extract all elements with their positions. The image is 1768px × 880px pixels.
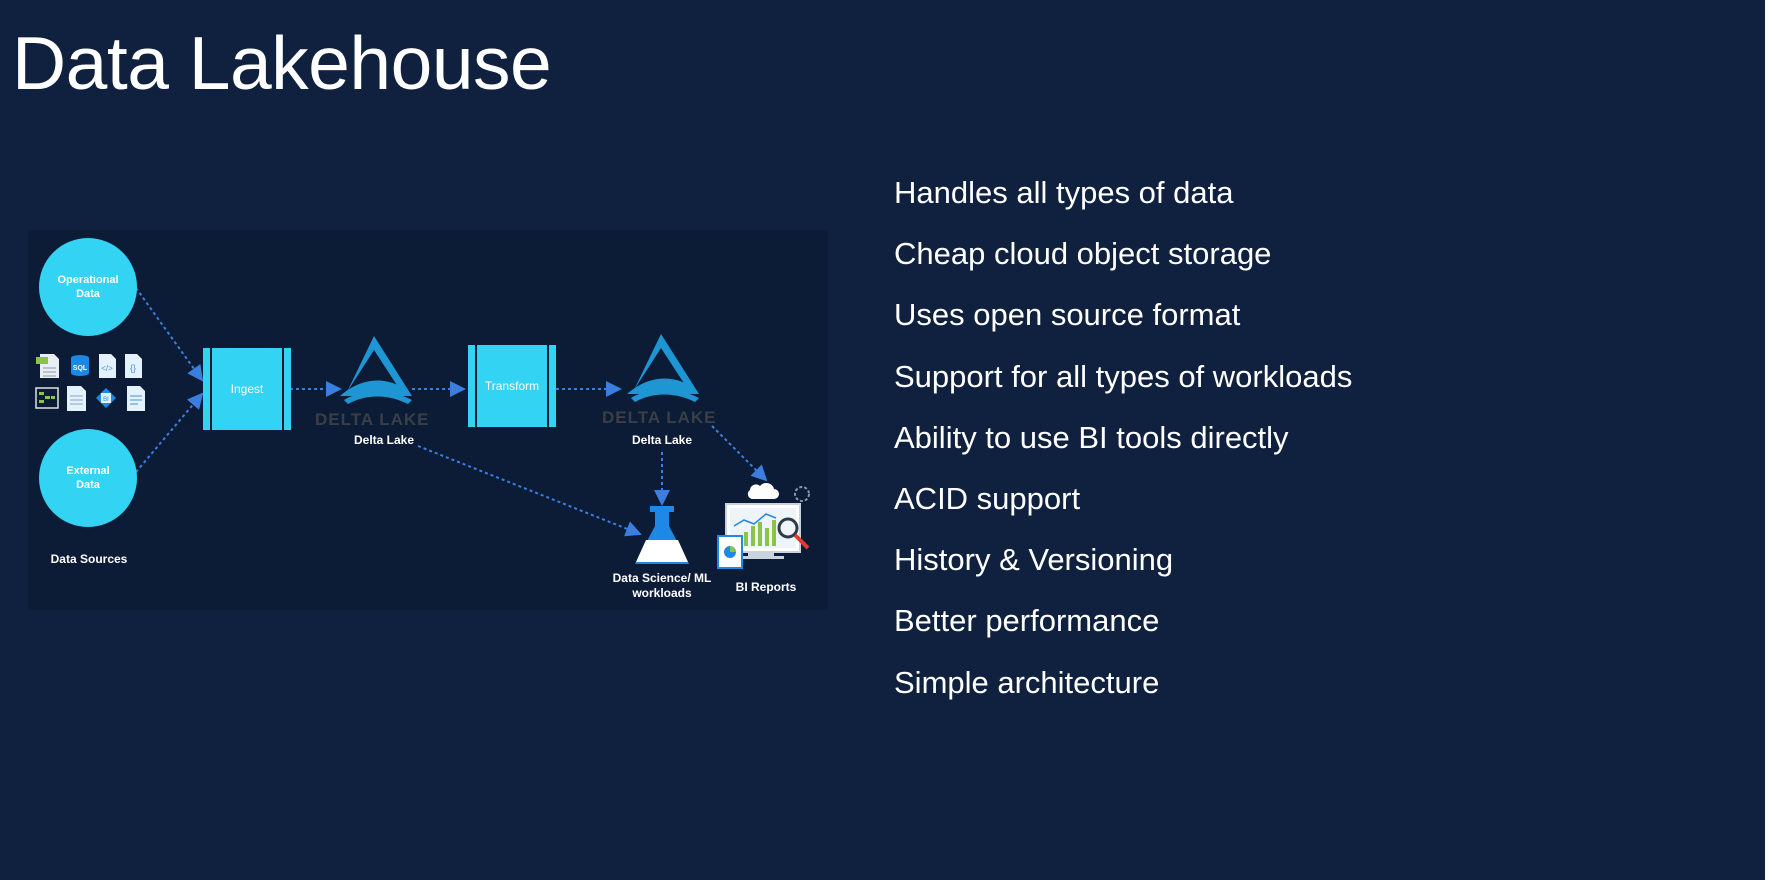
edge-strip (1765, 0, 1768, 880)
ds-ml-label: Data Science/ ML workloads (612, 571, 712, 600)
ingest-label: Ingest (230, 382, 264, 396)
arrow-operational-ingest (135, 287, 204, 382)
bi-file-icon: BI (96, 388, 116, 408)
feature-item: ACID support (894, 480, 1081, 516)
external-data-node: External Data (39, 429, 137, 527)
feature-item: Uses open source format (894, 297, 1241, 333)
feature-item: Simple architecture (894, 664, 1160, 700)
data-sources-label: Data Sources (50, 552, 128, 566)
file-icons: SQL </> {} BI (35, 354, 145, 411)
transform-node: Transform (468, 345, 556, 427)
delta-lake-icon-1 (340, 336, 412, 404)
feature-item: Support for all types of workloads (894, 358, 1353, 394)
bi-reports-label: BI Reports (735, 580, 797, 594)
svg-text:BI: BI (103, 397, 109, 403)
feature-list: Handles all types of data Cheap cloud ob… (894, 172, 1352, 723)
feature-item: Handles all types of data (894, 175, 1234, 210)
bi-dashboard-icon (717, 482, 810, 569)
transform-label: Transform (484, 379, 540, 393)
svg-text:{}: {} (130, 363, 136, 373)
delta-wordmark-1: DELTA LAKE (315, 410, 430, 429)
slide-title: Data Lakehouse (12, 21, 552, 105)
delta-lake-label-2: Delta Lake (631, 433, 693, 447)
operational-data-node: Operational Data (39, 238, 137, 336)
document-file-icon (67, 386, 86, 411)
arrow-delta1-dsml (417, 445, 642, 537)
parquet-file-icon (35, 387, 59, 409)
ds-ml-graphic (635, 482, 810, 569)
sql-file-icon: SQL (71, 355, 89, 376)
svg-text:</>: </> (101, 364, 113, 373)
json-file-icon: {} (125, 354, 142, 378)
delta-wordmark-2: DELTA LAKE (602, 408, 717, 427)
flask-icon (635, 506, 689, 564)
delta-lake-label-1: Delta Lake (353, 433, 415, 447)
feature-item: Ability to use BI tools directly (894, 419, 1289, 455)
code-file-icon: </> (99, 354, 116, 378)
architecture-diagram: Operational Data External Data Data Sour… (28, 230, 828, 610)
feature-item: History & Versioning (894, 542, 1174, 578)
arrow-delta2-bi (711, 425, 768, 482)
text-file-icon (127, 386, 145, 411)
ingest-node: Ingest (203, 348, 291, 430)
svg-text:SQL: SQL (73, 365, 88, 372)
arrow-external-ingest (135, 392, 204, 473)
delta-logos (340, 334, 699, 404)
csv-file-icon (36, 354, 59, 378)
delta-lake-icon-2 (627, 334, 699, 402)
feature-item: Better performance (894, 603, 1160, 639)
diagram-arrows (135, 287, 768, 537)
feature-item: Cheap cloud object storage (894, 236, 1272, 272)
